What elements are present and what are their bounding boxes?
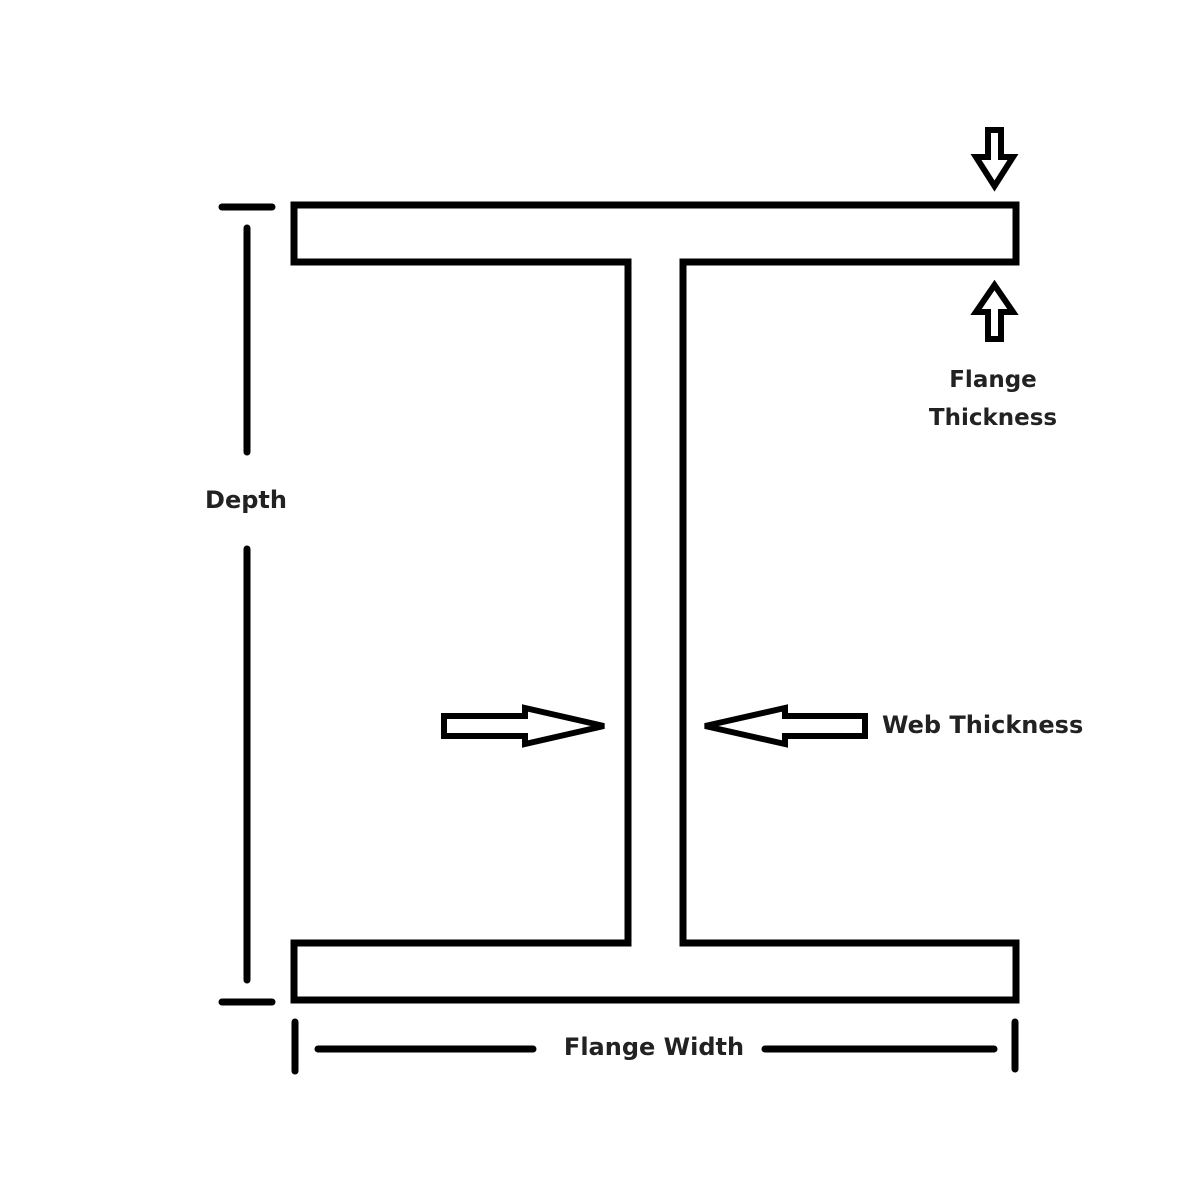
flange-thickness-label-line2: Thickness bbox=[928, 405, 1058, 431]
arrow-right-icon bbox=[441, 704, 605, 748]
web-thickness-label: Web Thickness bbox=[882, 711, 1084, 739]
i-beam-outline bbox=[290, 201, 1020, 1004]
arrow-down-icon bbox=[970, 127, 1019, 192]
arrow-left-icon bbox=[704, 704, 868, 748]
flange-width-label: Flange Width bbox=[563, 1033, 745, 1061]
arrow-up-icon bbox=[970, 279, 1019, 342]
depth-label: Depth bbox=[205, 486, 287, 514]
flange-thickness-label-line1: Flange bbox=[949, 367, 1037, 393]
flange-thickness-label: Flange Thickness bbox=[920, 361, 1066, 437]
